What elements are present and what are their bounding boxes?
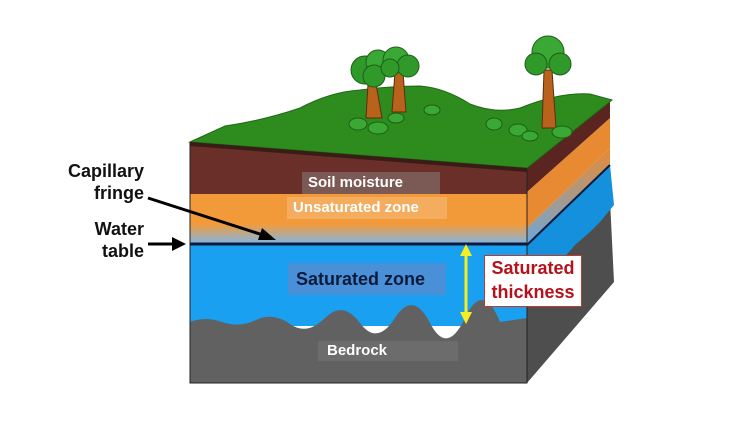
saturated-label-bg xyxy=(288,263,446,295)
water-table-label-line1: Water xyxy=(94,219,144,239)
water-table-side-line xyxy=(526,164,611,246)
water-table-label: Water table xyxy=(40,218,144,262)
saturated-thickness-line1: Saturated xyxy=(491,258,575,278)
saturated-thickness-arrow xyxy=(460,244,472,324)
unsaturated-label-bg xyxy=(287,197,447,219)
bedrock-label-bg xyxy=(318,341,458,361)
bedrock-label: Bedrock xyxy=(327,342,388,359)
unsaturated-side xyxy=(527,118,610,228)
grass-soil-edge xyxy=(190,142,527,172)
grass-surface xyxy=(188,85,614,169)
unsaturated-zone-label: Unsaturated zone xyxy=(293,199,419,216)
soil-moisture-label-bg xyxy=(302,172,440,194)
saturated-zone-label: Saturated zone xyxy=(296,269,426,289)
capillary-fringe-label: Capillary fringe xyxy=(40,160,144,204)
saturated-thickness-line2: thickness xyxy=(491,282,575,302)
soil-moisture-label: Soil moisture xyxy=(308,174,404,191)
block-side-face xyxy=(526,100,614,383)
capillary-fringe-pointer xyxy=(147,196,276,240)
capillary-fringe-label-line2: fringe xyxy=(93,183,144,203)
water-table-label-line2: table xyxy=(101,241,144,261)
tree-right xyxy=(524,35,572,129)
shrubs xyxy=(348,104,573,142)
soil-side xyxy=(527,100,610,192)
water-table-pointer xyxy=(148,237,186,251)
saturated-thickness-box: Saturated thickness xyxy=(484,255,582,307)
capillary-fringe-label-line1: Capillary xyxy=(67,161,144,181)
tree-middle xyxy=(380,46,420,113)
fringe-side xyxy=(527,148,610,245)
